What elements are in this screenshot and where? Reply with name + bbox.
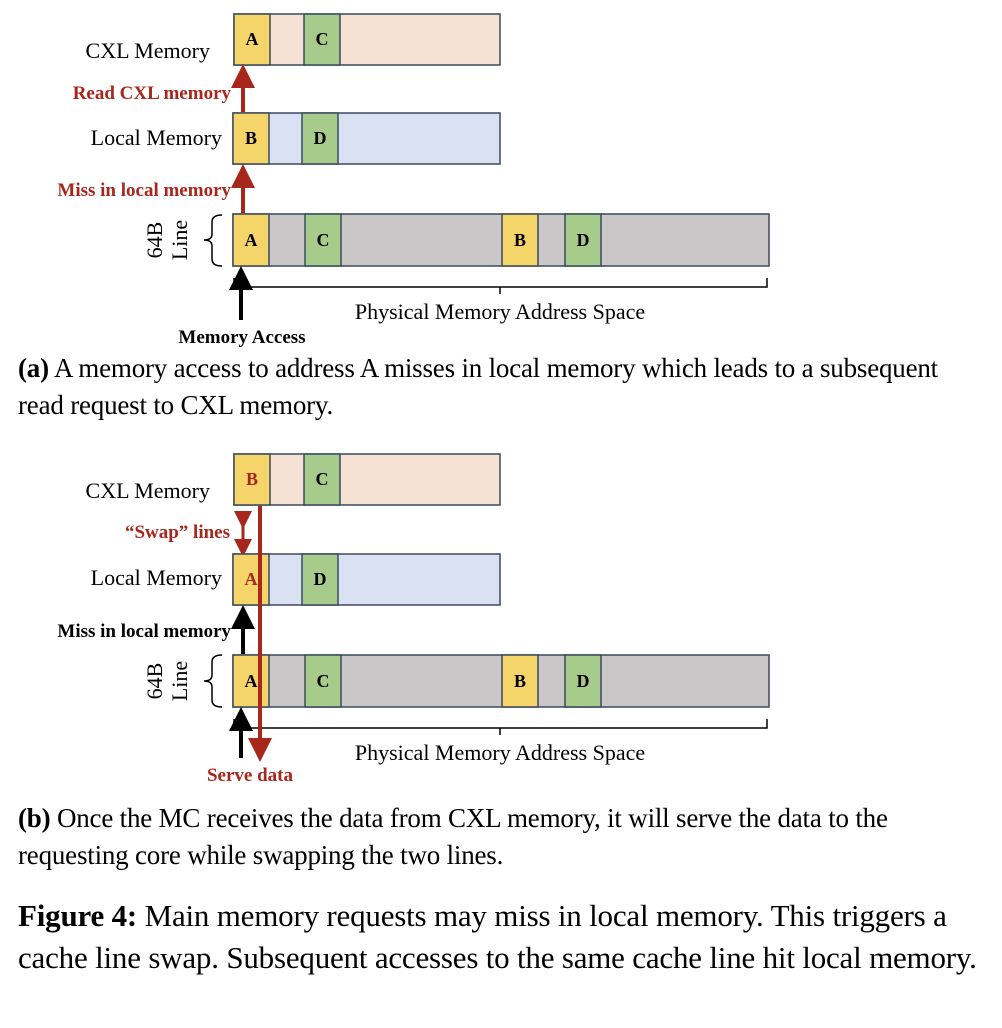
figure-caption: Figure 4: Main memory requests may miss … (18, 895, 978, 979)
line-size-label-top-b: 64B (142, 663, 167, 700)
cxl-block-c-label: C (316, 29, 329, 49)
line-size-label-bottom-b: Line (167, 661, 192, 701)
phys-block-b-label-b: B (514, 671, 526, 691)
cxl-block-b-label-b: B (246, 469, 258, 489)
local-block-d-label: D (314, 128, 327, 148)
phys-block-b-b (501, 654, 539, 708)
phys-block-b (501, 213, 539, 267)
caption-b-text: Once the MC receives the data from CXL m… (18, 803, 888, 870)
cxl-memory-bar (233, 13, 501, 66)
cxl-block-b-b (233, 453, 271, 506)
phys-block-a-b (232, 654, 270, 708)
caption-a-tag: (a) (18, 353, 49, 383)
phys-block-c-label: C (317, 230, 330, 250)
caption-a: (a) A memory access to address A misses … (18, 350, 978, 424)
local-memory-label: Local Memory (91, 125, 222, 150)
figure-caption-text: Main memory requests may miss in local m… (18, 898, 977, 975)
phys-block-c (304, 213, 342, 267)
address-space-brace-b (233, 719, 768, 735)
address-space-brace (233, 278, 768, 294)
phys-block-d-b (564, 654, 602, 708)
miss-local-label-b: Miss in local memory (57, 621, 231, 642)
local-memory-bar (232, 112, 501, 165)
local-memory-label-b: Local Memory (91, 565, 222, 590)
cxl-memory-label-b: CXL Memory (86, 478, 210, 503)
line-size-label-bottom: Line (167, 220, 192, 260)
local-block-d-label-b: D (314, 569, 327, 589)
line-size-brace-b (203, 654, 223, 708)
panel-b: CXL Memory B C “Swap” lines Local Memory… (57, 453, 770, 786)
phys-block-c-b (304, 654, 342, 708)
cxl-memory-label: CXL Memory (86, 38, 210, 63)
cxl-block-c-label-b: C (316, 469, 329, 489)
miss-local-label: Miss in local memory (57, 180, 231, 201)
phys-block-d-label: D (577, 230, 590, 250)
local-block-a-label-b: A (245, 569, 258, 589)
address-space-label: Physical Memory Address Space (355, 299, 645, 324)
phys-block-d-label-b: D (577, 671, 590, 691)
memory-access-label: Memory Access (178, 327, 305, 348)
local-memory-bar-b (232, 553, 501, 606)
phys-block-a-label: A (245, 230, 258, 250)
phys-block-c-label-b: C (317, 671, 330, 691)
cxl-memory-bar-b (233, 453, 501, 506)
serve-data-label: Serve data (207, 765, 294, 786)
line-size-label-top: 64B (142, 222, 167, 259)
line-size-brace (203, 214, 223, 267)
local-block-b-label: B (245, 128, 257, 148)
figure-caption-tag: Figure 4: (18, 898, 138, 933)
local-block-d-b (301, 553, 339, 606)
read-cxl-label: Read CXL memory (73, 83, 232, 104)
panel-a: CXL Memory A C Read CXL memory Local Mem… (57, 13, 770, 348)
phys-block-d (564, 213, 602, 267)
caption-b: (b) Once the MC receives the data from C… (18, 800, 978, 874)
cxl-block-a-label: A (246, 29, 259, 49)
phys-block-b-label: B (514, 230, 526, 250)
swap-label: “Swap” lines (125, 522, 230, 543)
phys-block-a-label-b: A (245, 671, 258, 691)
caption-a-text: A memory access to address A misses in l… (18, 353, 938, 420)
cxl-block-a (233, 13, 271, 66)
local-block-a-b (232, 553, 270, 606)
cxl-block-c (303, 13, 341, 66)
address-space-label-b: Physical Memory Address Space (355, 740, 645, 765)
local-block-d (301, 112, 339, 165)
cxl-block-c-b (303, 453, 341, 506)
caption-b-tag: (b) (18, 803, 51, 833)
memory-swap-diagram: CXL Memory A C Read CXL memory Local Mem… (57, 13, 770, 786)
